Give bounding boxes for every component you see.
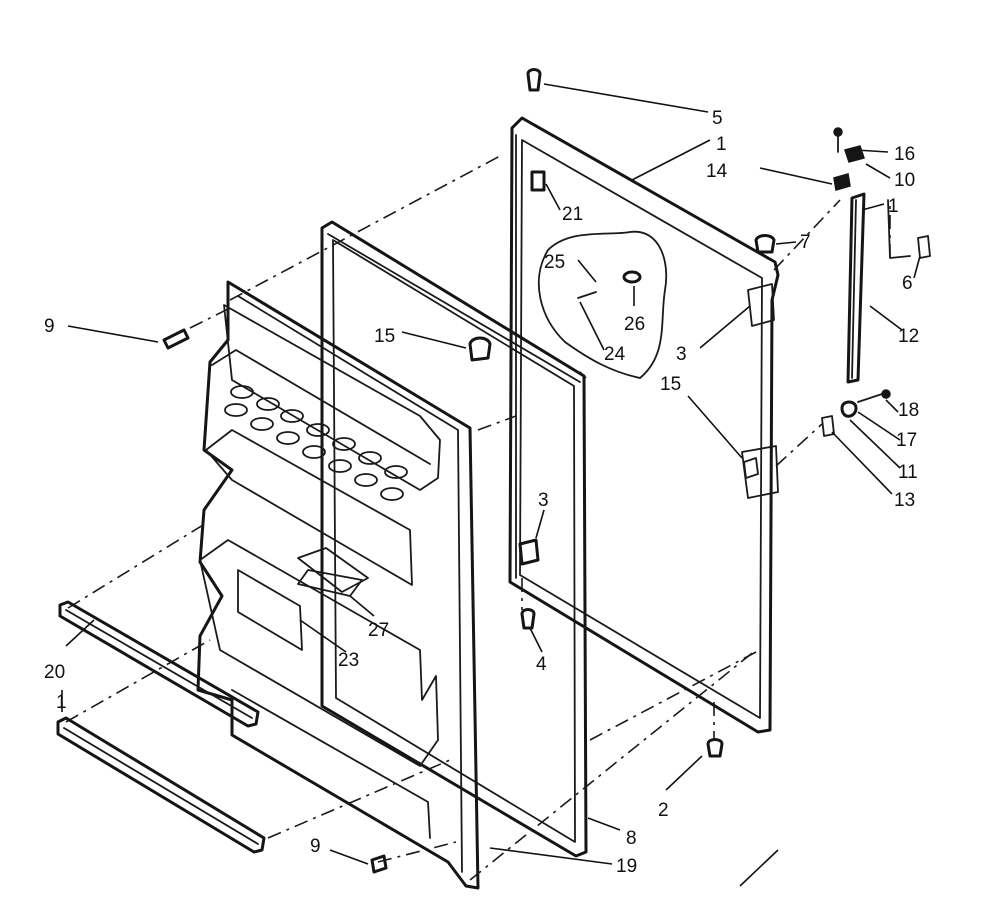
callout-14: 14 bbox=[706, 161, 728, 182]
callout-12: 12 bbox=[898, 326, 919, 347]
leader-lines bbox=[61, 83, 921, 887]
callout-labels: 5 1 16 14 10 21 1 7 25 6 9 15 26 12 3 24… bbox=[44, 108, 919, 877]
egg-tray bbox=[224, 385, 408, 501]
callout-3: 3 bbox=[676, 344, 687, 365]
callout-23: 23 bbox=[338, 650, 359, 671]
callout-2: 2 bbox=[658, 800, 669, 821]
callout-1: 1 bbox=[716, 134, 727, 155]
callout-1: 1 bbox=[56, 692, 67, 713]
callout-21: 21 bbox=[562, 204, 583, 225]
callout-26: 26 bbox=[624, 314, 645, 335]
callout-10: 10 bbox=[894, 170, 915, 191]
callout-13: 13 bbox=[894, 490, 915, 511]
callout-9: 9 bbox=[44, 316, 55, 337]
callout-25: 25 bbox=[544, 252, 565, 273]
callout-11: 11 bbox=[898, 462, 918, 483]
callout-3: 3 bbox=[538, 490, 549, 511]
shelf-bars bbox=[56, 600, 266, 854]
callout-5: 5 bbox=[712, 108, 723, 129]
callout-18: 18 bbox=[898, 400, 919, 421]
callout-19: 19 bbox=[616, 856, 637, 877]
callout-24: 24 bbox=[604, 344, 626, 365]
assembly-lines bbox=[65, 155, 891, 881]
callout-15: 15 bbox=[660, 374, 681, 395]
door-gasket bbox=[320, 220, 588, 858]
inner-door-liner bbox=[196, 280, 480, 890]
small-parts bbox=[162, 68, 776, 874]
hinge-assembly bbox=[821, 127, 931, 437]
callout-20: 20 bbox=[44, 662, 65, 683]
callout-16: 16 bbox=[894, 144, 915, 165]
callout-4: 4 bbox=[536, 654, 547, 675]
callout-27: 27 bbox=[368, 620, 389, 641]
callout-17: 17 bbox=[896, 430, 917, 451]
callout-9: 9 bbox=[310, 836, 321, 857]
callout-1: 1 bbox=[888, 196, 899, 217]
callout-6: 6 bbox=[902, 273, 913, 294]
callout-7: 7 bbox=[800, 232, 811, 253]
callout-8: 8 bbox=[626, 828, 637, 849]
callout-15: 15 bbox=[374, 326, 395, 347]
outer-door-panel bbox=[508, 116, 780, 734]
